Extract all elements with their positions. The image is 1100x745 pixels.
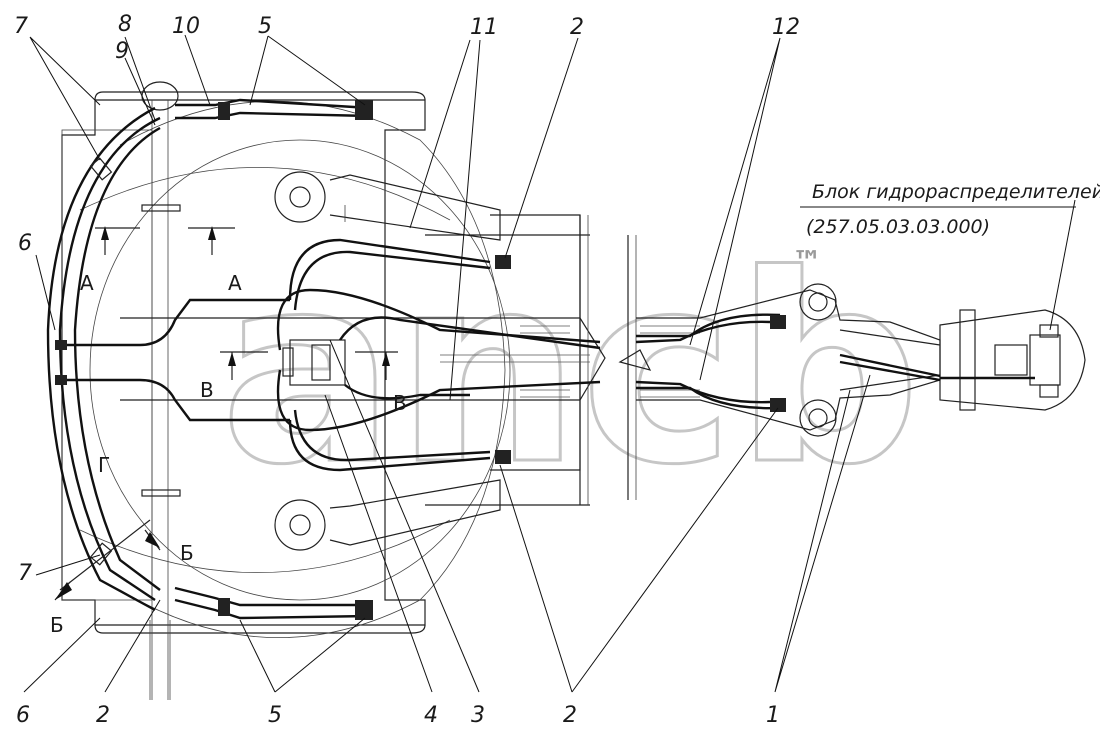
section-label-b-upper: Б xyxy=(180,541,194,565)
section-marks xyxy=(54,226,398,601)
section-label-a-left: А xyxy=(80,271,94,295)
callout-7-bottom: 7 xyxy=(18,561,32,586)
callout-9: 9 xyxy=(115,39,129,64)
callout-5-bottom: 5 xyxy=(268,703,282,728)
section-label-a-right: А xyxy=(228,271,242,295)
valve-block-assembly xyxy=(939,309,1086,411)
callout-2-bottom-right: 2 xyxy=(563,703,577,728)
leader-lines xyxy=(23,34,1076,693)
section-label-g: Г xyxy=(98,453,110,477)
clamps xyxy=(89,157,181,566)
callout-10: 10 xyxy=(172,14,200,39)
valve-block-note-code: (257.05.03.03.000) xyxy=(806,216,990,238)
central-distributor xyxy=(282,339,346,386)
section-label-v-right: В xyxy=(393,391,407,415)
callout-6-left: 6 xyxy=(18,231,32,256)
callout-7-top: 7 xyxy=(14,14,28,39)
watermark: ancb ™ xyxy=(219,219,923,524)
callout-5-top: 5 xyxy=(258,14,272,39)
callout-12: 12 xyxy=(772,15,800,40)
callout-2-top: 2 xyxy=(570,15,584,40)
callout-6-bottom: 6 xyxy=(16,703,30,728)
callout-8: 8 xyxy=(118,12,132,37)
lower-cylinder xyxy=(274,479,501,551)
watermark-text: ancb xyxy=(220,220,921,522)
section-label-b-lower: Б xyxy=(50,613,64,637)
valve-block-note-title: Блок гидрораспределителей xyxy=(812,181,1100,203)
boom-left xyxy=(120,214,606,506)
callout-1: 1 xyxy=(766,703,780,728)
callout-3: 3 xyxy=(471,703,485,728)
callout-2-bottom: 2 xyxy=(96,703,110,728)
section-label-v-left: В xyxy=(200,378,214,402)
callout-4: 4 xyxy=(424,703,438,728)
hoses xyxy=(46,98,941,620)
watermark-tm: ™ xyxy=(792,245,822,280)
upper-cylinder xyxy=(274,171,501,241)
callout-11: 11 xyxy=(470,15,498,40)
